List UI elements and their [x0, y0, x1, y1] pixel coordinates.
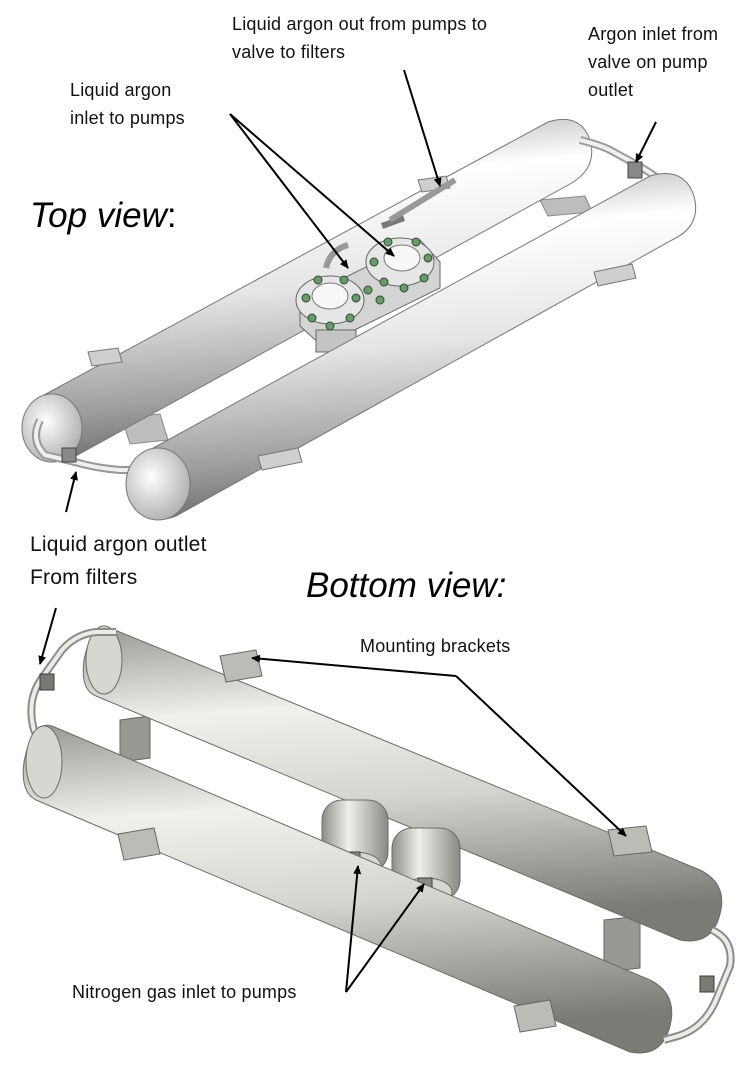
arrow-nitrogen-a: [345, 865, 362, 993]
top-assembly: [21, 118, 697, 521]
label-nitrogen-inlet: Nitrogen gas inlet to pumps: [72, 982, 297, 1002]
top-pump-flange: [295, 215, 441, 353]
label-argon-inlet: Argon inlet from valve on pump outlet: [588, 24, 719, 100]
bottom-arrows: [38, 607, 627, 993]
top-right-pipe: [579, 136, 663, 184]
bottom-bracket-b: [607, 825, 653, 857]
arrow-mounting-a: [251, 654, 457, 677]
arrow-mounting-b: [455, 675, 627, 837]
top-bracket-c: [257, 447, 303, 471]
bottom-lower-cylinder: [22, 724, 673, 1054]
top-view-title: Top view:: [30, 196, 177, 236]
top-front-cylinder: [125, 173, 697, 521]
top-outflow-pipe: [388, 177, 457, 223]
bottom-view-title: Bottom view:: [306, 566, 507, 605]
arrow-bottom-left-pipe: [38, 607, 57, 665]
top-arrows: [65, 69, 657, 513]
arrow-argon-inlet: [635, 121, 657, 163]
top-bracket-a: [87, 347, 123, 367]
bottom-bracket-d: [513, 999, 557, 1033]
label-mounting-brackets: Mounting brackets: [360, 636, 511, 656]
label-lar-inlet: Liquid argon inlet to pumps: [70, 80, 185, 128]
top-right-fitting: [627, 161, 643, 179]
bottom-crossbar-left: [119, 715, 151, 763]
label-lar-outlet: Liquid argon outlet From filters: [30, 533, 207, 589]
arrow-lar-out: [403, 69, 442, 187]
label-lar-out: Liquid argon out from pumps to valve to …: [232, 14, 488, 62]
bottom-bracket-c: [117, 827, 161, 861]
flange-bolts: [301, 237, 433, 331]
bottom-upper-cylinder: [82, 625, 723, 942]
top-view-title-text: Top view: [30, 196, 167, 235]
bottom-left-fitting: [39, 673, 55, 691]
bottom-right-fitting: [699, 975, 715, 993]
top-bracket-d: [593, 263, 637, 287]
top-left-fitting: [61, 447, 77, 463]
top-view-title-colon: :: [166, 196, 177, 235]
arrow-lar-inlet-a: [229, 113, 349, 269]
arrow-lar-outlet: [65, 471, 78, 513]
arrow-nitrogen-b: [345, 883, 425, 993]
bottom-assembly: [22, 625, 735, 1054]
arrow-lar-inlet-b: [229, 113, 395, 257]
bottom-bracket-a: [219, 649, 263, 683]
